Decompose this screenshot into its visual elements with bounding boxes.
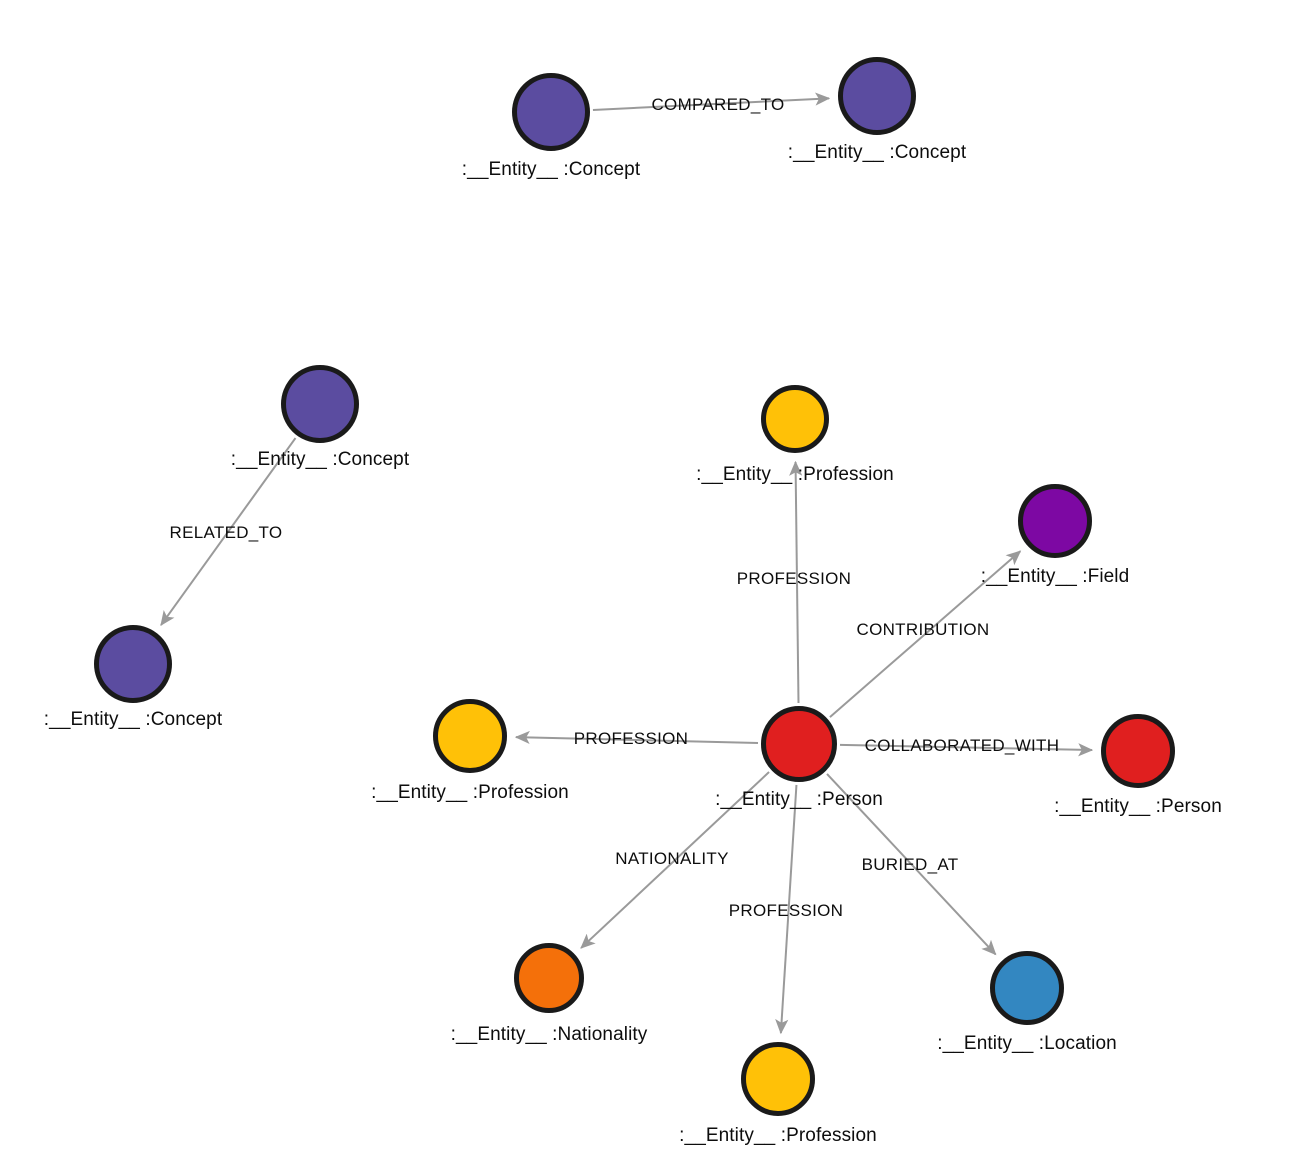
graph-node-person[interactable] [761, 706, 837, 782]
graph-edge[interactable] [839, 743, 1094, 757]
node-label-profession: :__Entity__ :Profession [696, 464, 894, 485]
graph-node-profession[interactable] [761, 385, 829, 453]
node-label-concept: :__Entity__ :Concept [230, 449, 410, 470]
node-label-concept: :__Entity__ :Concept [43, 709, 223, 730]
node-label-person: :__Entity__ :Person [1054, 796, 1222, 817]
edge-label-nationality: NATIONALITY [615, 849, 729, 868]
edge-label-collaborated_with: COLLABORATED_WITH [864, 736, 1060, 755]
edge-label-profession: PROFESSION [728, 901, 844, 920]
edge-label-related_to: RELATED_TO [169, 523, 283, 542]
graph-edge[interactable] [580, 771, 770, 949]
edge-label-profession: PROFESSION [736, 569, 852, 588]
graph-node-field[interactable] [1018, 484, 1092, 558]
graph-node-concept[interactable] [838, 57, 916, 135]
graph-node-nationality[interactable] [514, 943, 584, 1013]
node-label-person: :__Entity__ :Person [715, 789, 883, 810]
graph-node-concept[interactable] [281, 365, 359, 443]
node-label-profession: :__Entity__ :Profession [371, 782, 569, 803]
graph-node-concept[interactable] [94, 625, 172, 703]
graph-node-concept[interactable] [512, 73, 590, 151]
graph-edge[interactable] [160, 437, 297, 627]
edge-label-compared_to: COMPARED_TO [651, 95, 785, 114]
node-label-profession: :__Entity__ :Profession [679, 1125, 877, 1146]
graph-node-profession[interactable] [433, 699, 507, 773]
graph-node-profession[interactable] [741, 1042, 815, 1116]
node-label-concept: :__Entity__ :Concept [787, 142, 967, 163]
graph-edge[interactable] [592, 92, 831, 111]
graph-edge[interactable] [775, 784, 798, 1035]
edge-label-profession: PROFESSION [573, 729, 689, 748]
graph-node-location[interactable] [990, 951, 1064, 1025]
graph-node-person[interactable] [1101, 714, 1175, 788]
node-label-nationality: :__Entity__ :Nationality [450, 1024, 648, 1045]
graph-edge[interactable] [789, 460, 803, 704]
edge-label-buried_at: BURIED_AT [861, 855, 959, 874]
graph-edge[interactable] [829, 550, 1022, 718]
node-label-concept: :__Entity__ :Concept [461, 159, 641, 180]
node-label-field: :__Entity__ :Field [980, 566, 1130, 587]
graph-edge[interactable] [514, 730, 759, 745]
edge-label-contribution: CONTRIBUTION [856, 620, 990, 639]
graph-edge[interactable] [826, 773, 997, 956]
node-label-location: :__Entity__ :Location [937, 1033, 1117, 1054]
